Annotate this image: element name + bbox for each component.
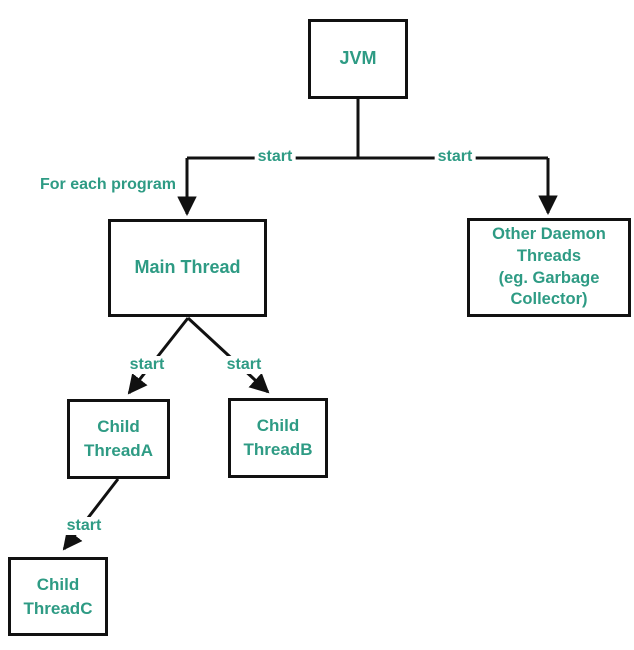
edge-label-start-child-a-to-child-c: start (63, 517, 105, 535)
edge-label-start-jvm-to-daemon: start (434, 148, 476, 166)
node-child-thread-a-label: Child ThreadA (84, 417, 153, 460)
edge-label-start-jvm-to-main: start (254, 148, 296, 166)
connector-child-a-to-child-c (62, 478, 120, 551)
node-child-thread-b: Child ThreadB (228, 398, 328, 478)
node-jvm-label: JVM (339, 48, 377, 69)
node-jvm: JVM (308, 19, 408, 99)
annotation-for-each-program: For each program (39, 176, 177, 193)
node-child-thread-b-label: Child ThreadB (243, 416, 313, 459)
node-child-thread-c: Child ThreadC (8, 557, 108, 636)
node-main-thread: Main Thread (108, 219, 267, 317)
edge-label-start-main-to-child-a: start (126, 356, 168, 374)
node-child-thread-c-label: Child ThreadC (23, 574, 93, 618)
node-other-daemon-threads-label: Other Daemon Threads (eg. Garbage Collec… (492, 224, 606, 309)
node-other-daemon-threads: Other Daemon Threads (eg. Garbage Collec… (467, 218, 631, 317)
edge-label-start-main-to-child-b: start (223, 356, 265, 374)
connector-main-to-child-b (186, 316, 270, 394)
node-main-thread-label: Main Thread (134, 257, 241, 278)
node-child-thread-a: Child ThreadA (67, 399, 170, 479)
connector-main-to-child-a (127, 317, 190, 395)
